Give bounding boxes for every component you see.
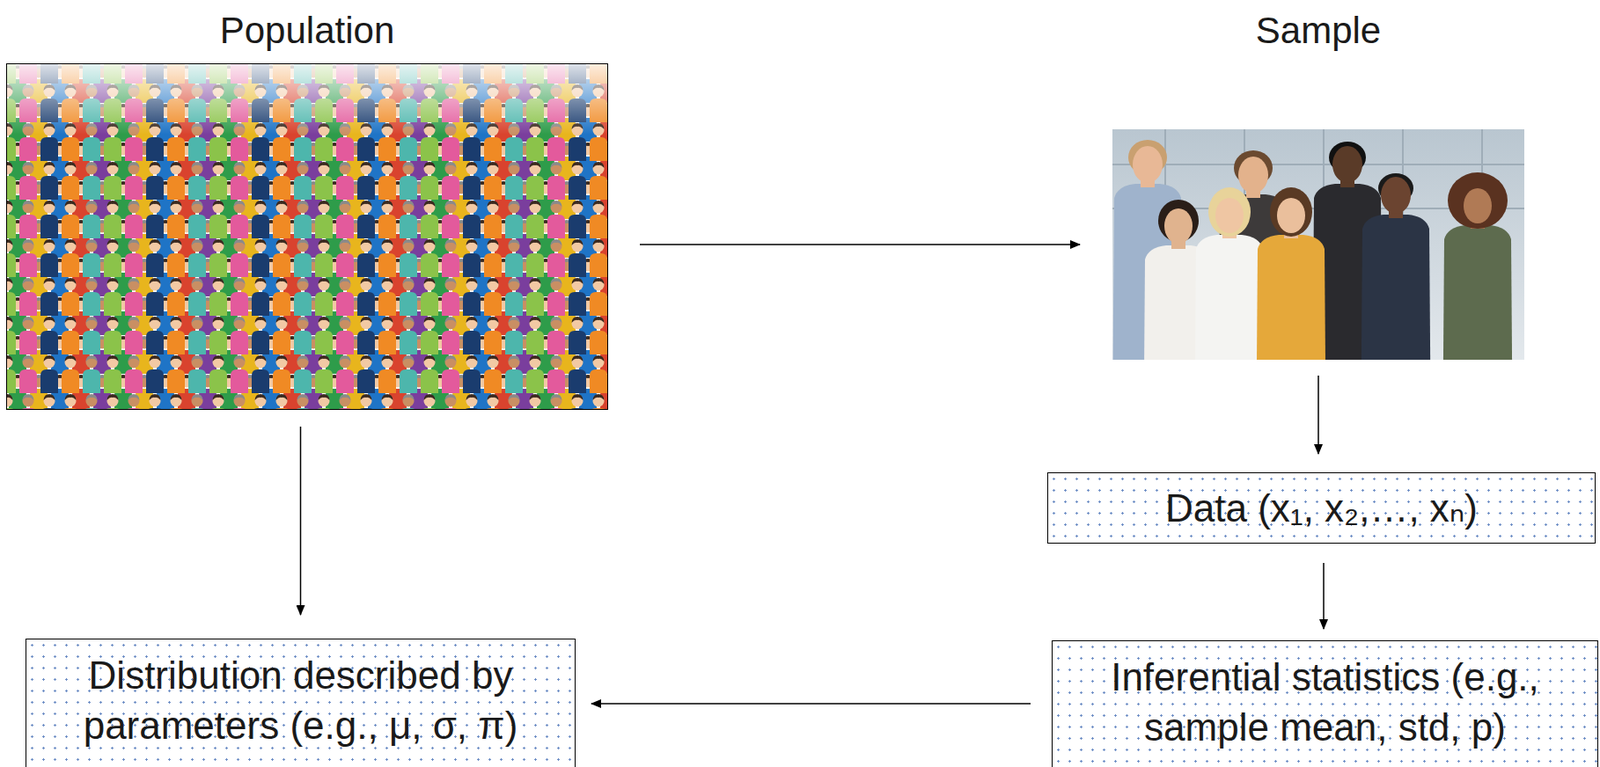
group-heading: Sample xyxy=(1077,9,1560,52)
arrow-connector xyxy=(300,426,302,616)
person xyxy=(1442,172,1513,469)
crowd-illustration xyxy=(7,64,608,410)
population-image: Population xyxy=(6,63,609,411)
person-part xyxy=(1447,172,1508,229)
person xyxy=(1360,173,1432,458)
sample-photo: Sample xyxy=(1112,129,1525,360)
arrow-connector xyxy=(639,243,1080,246)
arrow-connector xyxy=(1322,563,1325,630)
building-background-part xyxy=(1112,163,1525,166)
box-text: Data (x₁, x₂,…, xₙ) xyxy=(1165,483,1478,534)
crowd-illustration-part xyxy=(7,64,608,410)
data-box: Data (x₁, x₂,…, xₙ) xyxy=(1047,472,1596,544)
box-text: Inferential statistics (e.g., sample mea… xyxy=(1063,652,1587,753)
group-heading: Population xyxy=(0,9,643,52)
person-part xyxy=(1463,188,1492,224)
person-part xyxy=(1194,234,1265,478)
person-part xyxy=(1132,146,1163,184)
person-part xyxy=(1380,176,1411,214)
person-part xyxy=(1215,198,1244,234)
crowd-illustration-part xyxy=(7,64,608,135)
crowd-illustration-part xyxy=(7,64,608,410)
person-part xyxy=(1332,146,1363,184)
person xyxy=(1194,187,1265,478)
person-part xyxy=(1360,214,1432,458)
box-text: Distribution described by parameters (e.… xyxy=(36,650,565,751)
group-photo xyxy=(1112,129,1525,489)
person xyxy=(1255,187,1327,478)
person-part xyxy=(1208,187,1251,237)
statistics-box: Inferential statistics (e.g., sample mea… xyxy=(1051,640,1599,767)
parameters-box: Distribution described by parameters (e.… xyxy=(25,638,576,767)
arrow-connector xyxy=(1317,375,1320,455)
person-part xyxy=(1269,187,1313,237)
person-part xyxy=(1164,208,1193,244)
person-part xyxy=(1238,156,1269,194)
crowd-illustration-part xyxy=(7,64,608,410)
person-part xyxy=(1277,198,1306,234)
arrow-connector xyxy=(591,703,1031,705)
person-part xyxy=(1255,234,1327,478)
person-part xyxy=(1442,225,1513,469)
